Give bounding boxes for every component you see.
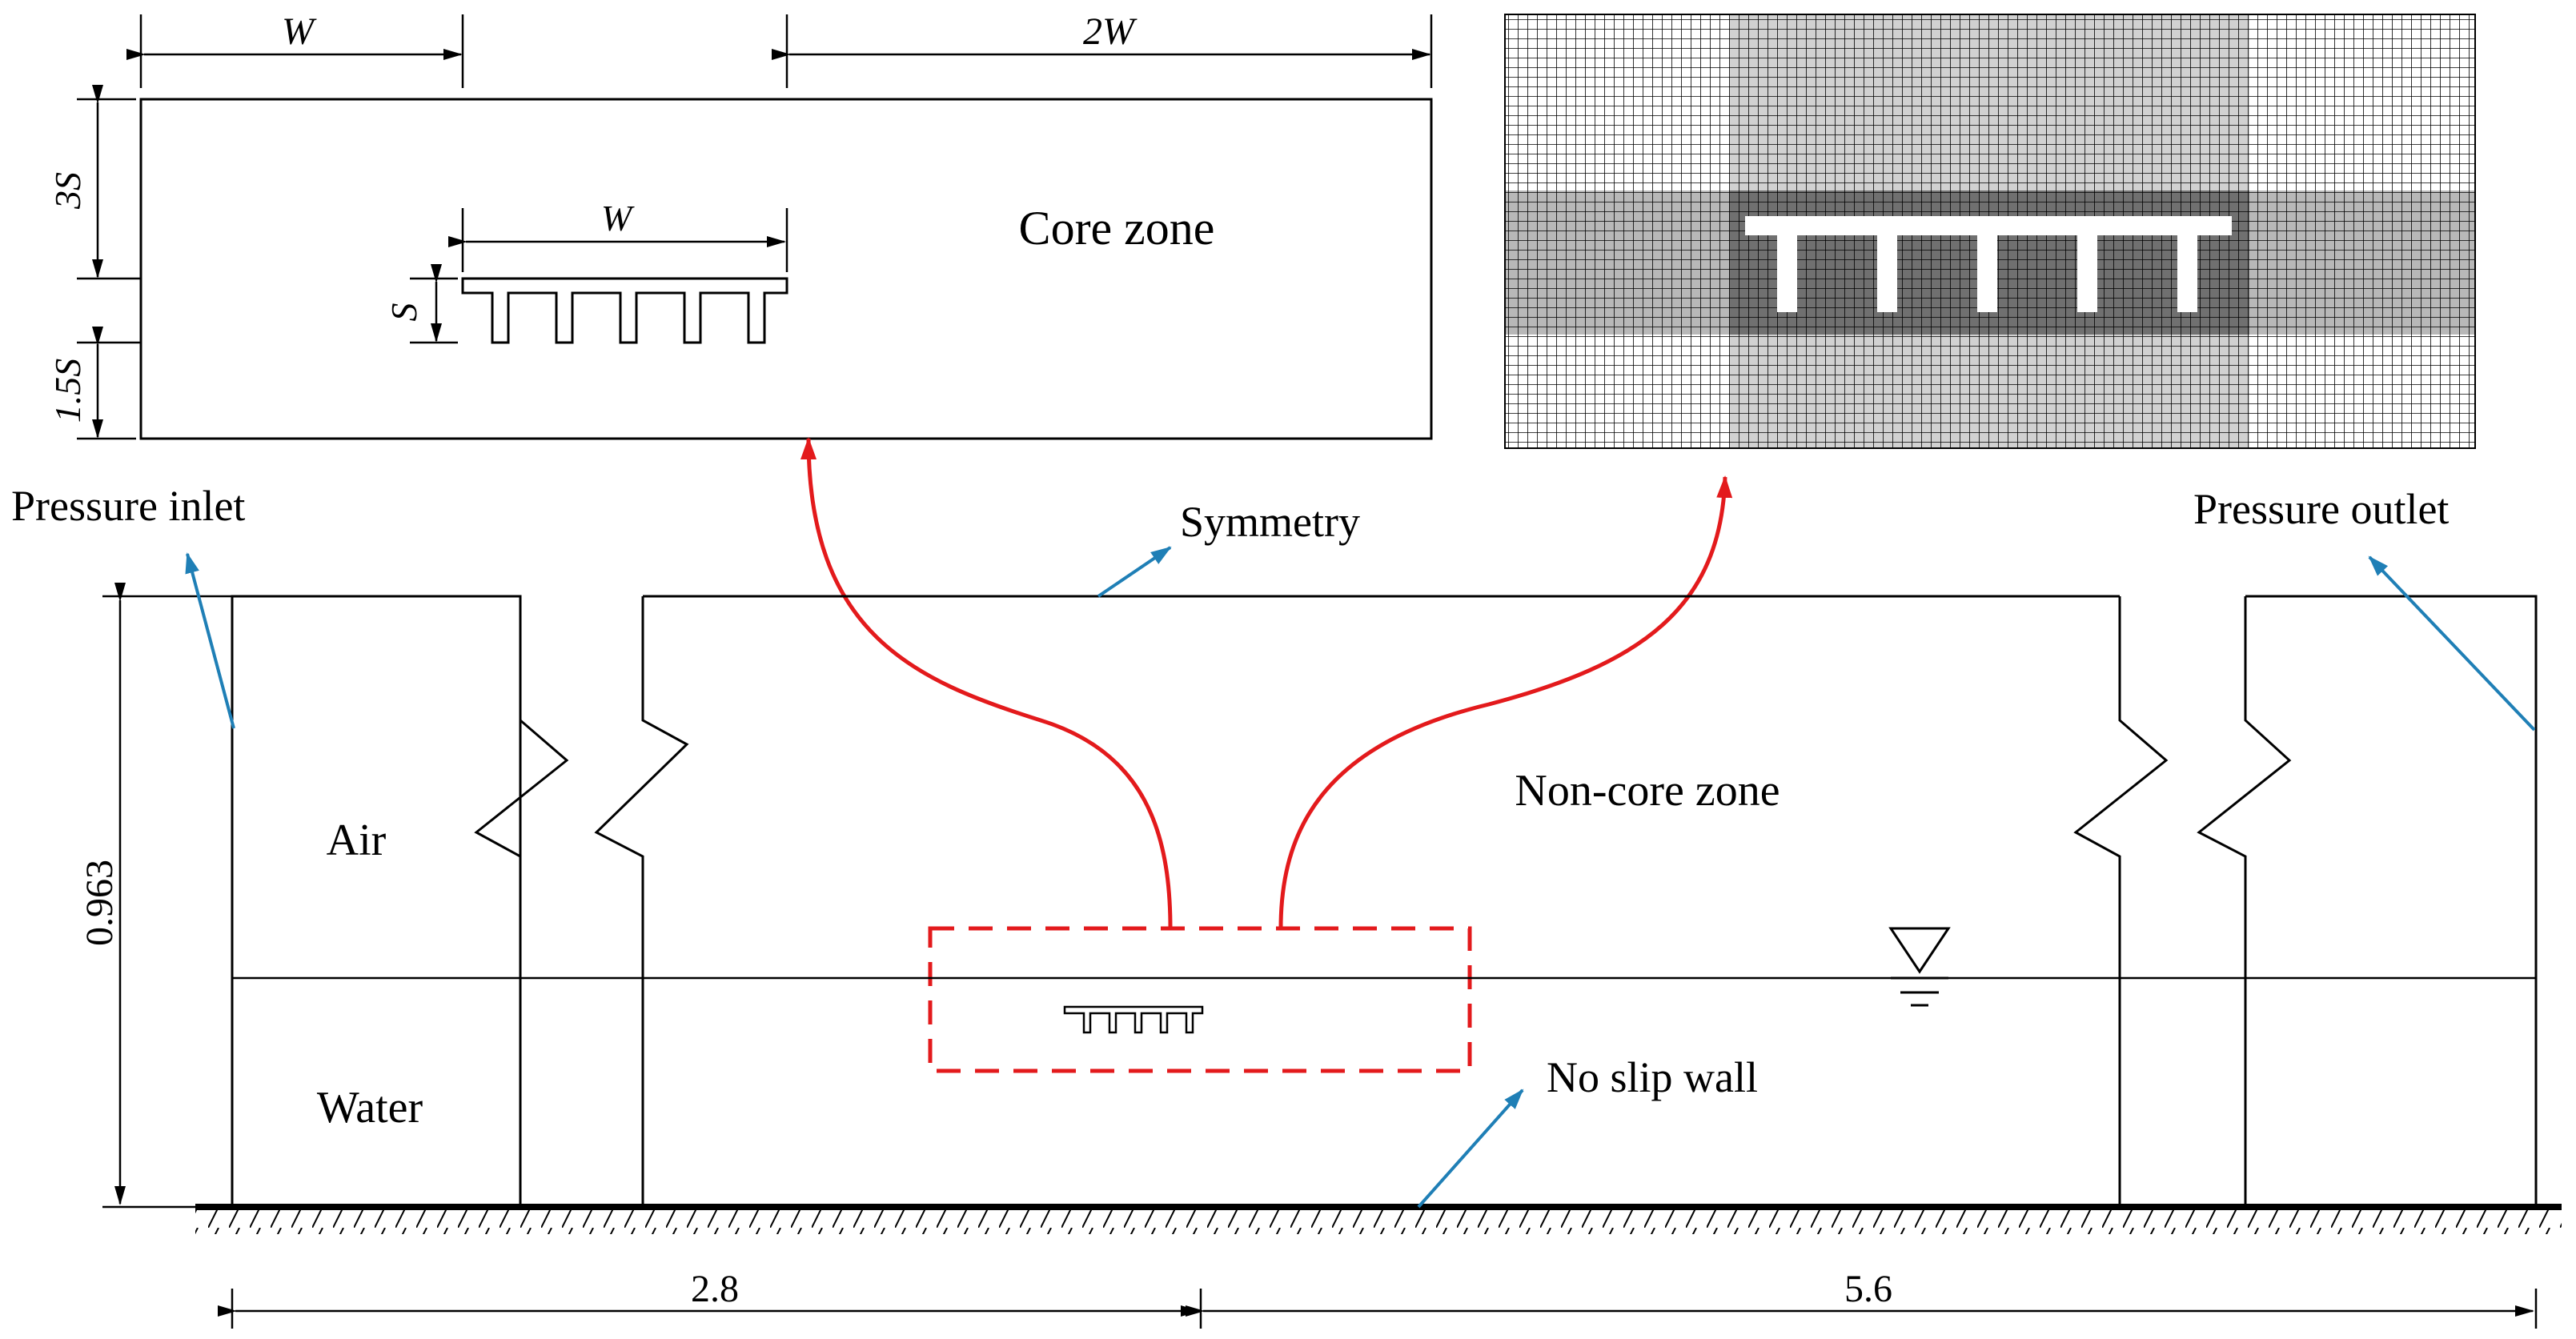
symmetry-pointer (1097, 546, 1172, 598)
no-slip-wall-label: No slip wall (1547, 1053, 1758, 1101)
air-label: Air (327, 816, 387, 865)
connector-curve-mesh (1278, 475, 1733, 929)
core-zone-highlight-box (928, 926, 1472, 1073)
dim-label-depth-s: S (383, 303, 424, 322)
symmetry-label: Symmetry (1180, 498, 1360, 546)
dim-label-2w: 2W (1083, 10, 1138, 53)
no-slip-wall-pointer (1417, 1088, 1524, 1209)
water-level-triangle-icon (1888, 927, 1951, 1007)
pressure-outlet-label: Pressure outlet (2193, 485, 2449, 533)
dim-label-deck-w: W (601, 198, 635, 239)
dim-label-w-top: W (282, 10, 317, 53)
mesh-bridge-deck (1745, 216, 2232, 312)
dim-label-length-downstream: 5.6 (1844, 1268, 1892, 1310)
break-line-left-a (474, 596, 569, 1207)
pressure-inlet-label: Pressure inlet (11, 482, 245, 530)
mesh-frame (1504, 14, 2476, 449)
bridge-model-small (1063, 1005, 1204, 1034)
pressure-outlet-pointer (2368, 555, 2536, 732)
computational-domain: 0.963 2.8 5.6 Air Water Non-core zone Pr… (11, 482, 2562, 1329)
core-zone-boundary (139, 98, 1433, 440)
outlet-block-outline (2245, 595, 2538, 1207)
bridge-deck-section (461, 277, 788, 344)
connector-curve-core (800, 437, 1173, 929)
dim-label-length-upstream: 2.8 (691, 1268, 739, 1310)
ground-hatch-icon (195, 1210, 2562, 1234)
core-zone-detail: W 2W 3S 1.5S W S Core zone (47, 10, 1433, 440)
pressure-inlet-pointer (185, 552, 235, 729)
dim-label-height: 0.963 (78, 860, 121, 946)
mesh-detail (1504, 14, 2476, 449)
dim-label-3s: 3S (47, 172, 88, 210)
break-line-left-b (594, 596, 689, 1207)
dim-label-1-5s: 1.5S (47, 359, 88, 423)
core-zone-label: Core zone (1019, 202, 1215, 255)
break-line-right-a (2073, 596, 2169, 1207)
noncore-zone-label: Non-core zone (1515, 766, 1780, 816)
break-line-right-b (2197, 596, 2292, 1207)
zoom-connectors (800, 437, 1733, 1073)
water-label: Water (317, 1083, 423, 1133)
